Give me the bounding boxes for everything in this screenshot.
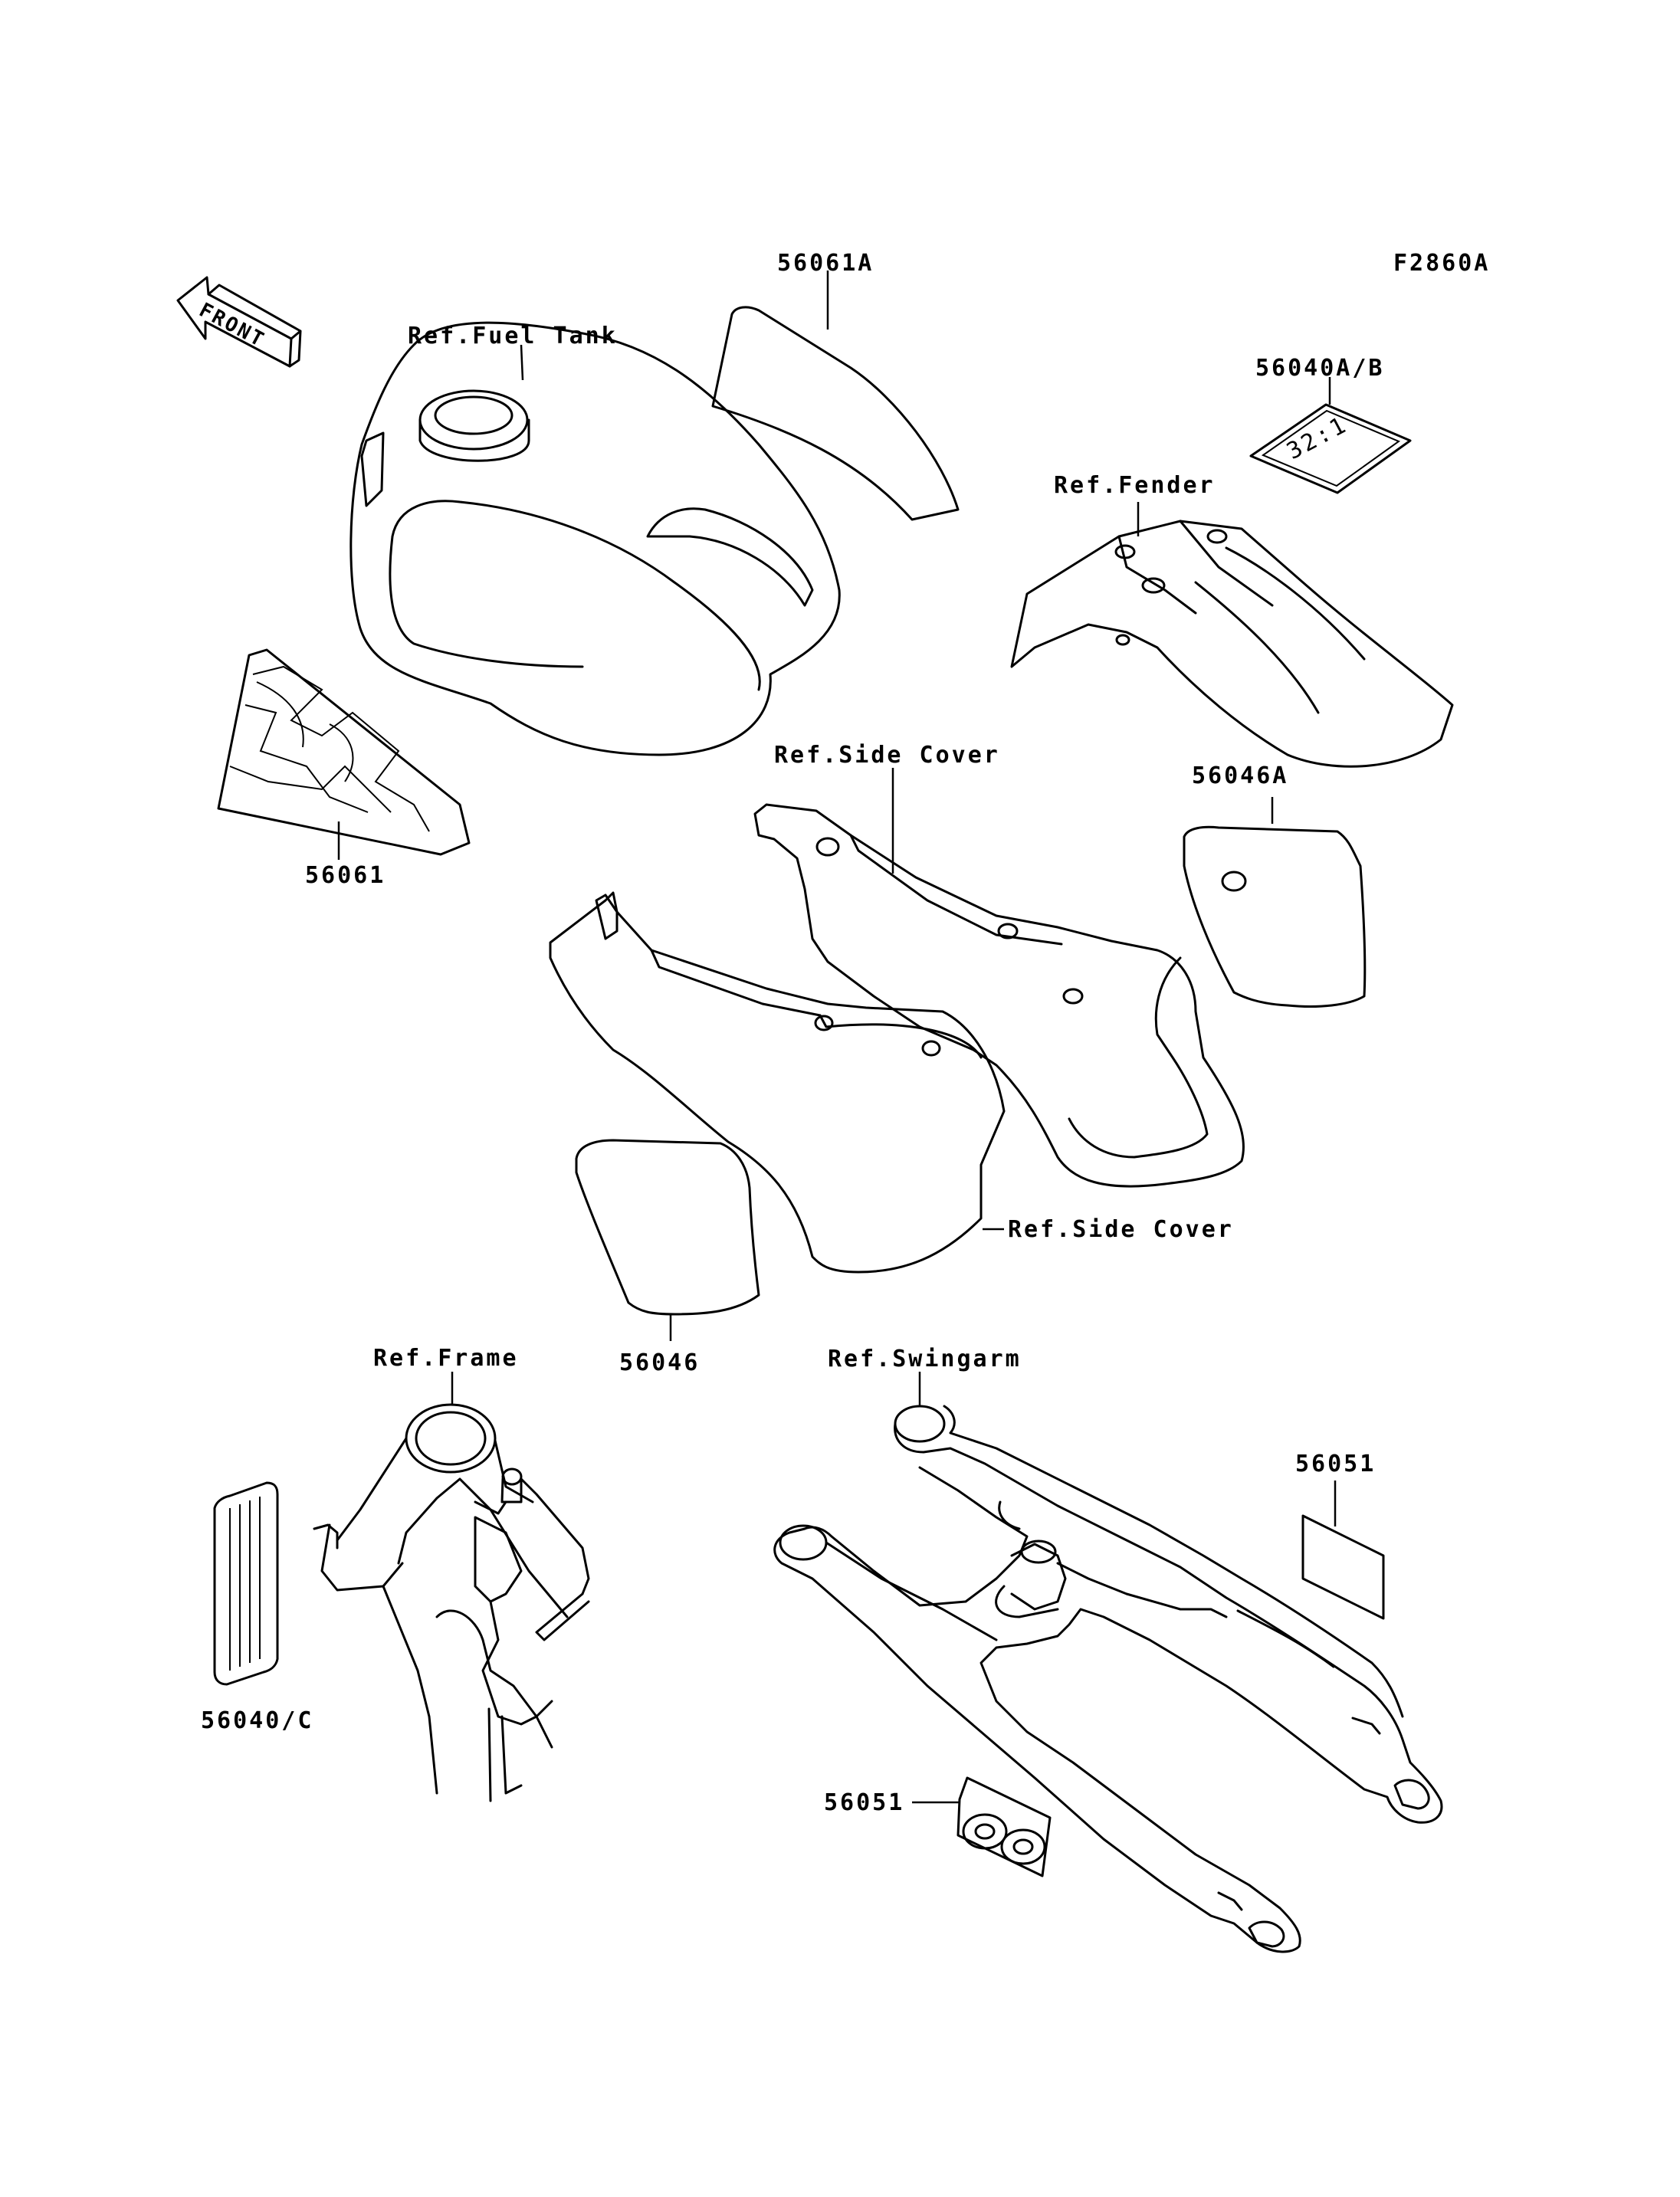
fender-drawing — [1010, 520, 1454, 768]
callout-56061: 56061 — [305, 862, 386, 889]
swingarm-decal-upper-drawing — [1301, 1514, 1385, 1620]
callout-56046A: 56046A — [1192, 762, 1288, 789]
frame-drawing — [313, 1403, 590, 1802]
leader-fuel-tank — [520, 344, 524, 381]
tank-decal-upper-drawing — [711, 306, 960, 521]
callout-56061A: 56061A — [777, 250, 874, 277]
callout-56046: 56046 — [619, 1349, 700, 1376]
ratio-label-text: 32:1 — [1282, 412, 1352, 465]
callout-56040AB: 56040A/B — [1255, 355, 1385, 382]
diagram-code: F2860A — [1393, 250, 1490, 277]
callout-fender: Ref.Fender — [1054, 472, 1216, 499]
decal-56046-drawing — [575, 1139, 760, 1316]
ratio-label-drawing: 32:1 — [1249, 403, 1412, 494]
swingarm-decal-lower-drawing — [956, 1776, 1052, 1877]
callout-56051-upper: 56051 — [1295, 1451, 1376, 1477]
side-cover-right-drawing — [753, 803, 1245, 1188]
callout-56051-lower: 56051 — [824, 1789, 904, 1816]
frame-label-drawing — [213, 1481, 279, 1686]
side-cover-left-drawing — [549, 891, 1006, 1274]
swingarm-drawing — [773, 1405, 1443, 1953]
callout-56040C: 56040/C — [201, 1707, 313, 1734]
callout-swingarm: Ref.Swingarm — [828, 1346, 1022, 1372]
callout-frame: Ref.Frame — [373, 1345, 519, 1372]
fuel-tank-drawing — [349, 321, 841, 756]
callout-side-cover-right: Ref.Side Cover — [774, 742, 1000, 769]
callout-side-cover-left: Ref.Side Cover — [1008, 1216, 1234, 1243]
decal-56046A-drawing — [1183, 825, 1367, 1008]
callout-fuel-tank: Ref.Fuel Tank — [408, 323, 618, 349]
tank-decal-lower-drawing — [217, 648, 471, 856]
front-arrow-icon: FRONT — [176, 276, 302, 368]
